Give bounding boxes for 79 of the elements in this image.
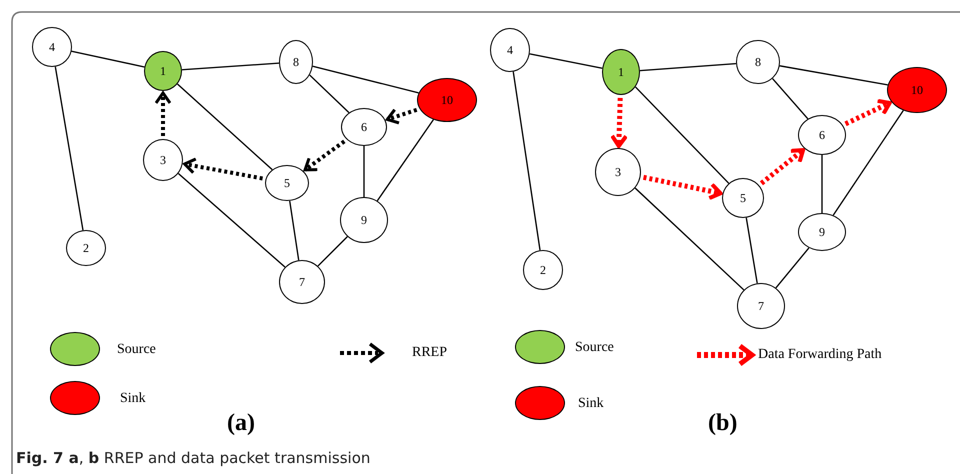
legend-label: Sink xyxy=(120,392,146,406)
node-circle xyxy=(887,67,947,113)
node-circle xyxy=(722,178,764,218)
link-line xyxy=(176,84,273,170)
node-circle xyxy=(602,49,640,95)
node-circle xyxy=(341,108,387,146)
panel-label: (a) xyxy=(227,411,255,435)
legend-label: RREP xyxy=(412,346,448,360)
node-circle xyxy=(737,283,785,329)
node-number: 9 xyxy=(361,214,367,226)
node-number: 9 xyxy=(819,226,825,238)
link-line xyxy=(772,78,808,120)
arrow xyxy=(610,98,628,148)
arrow xyxy=(760,148,806,186)
link-line xyxy=(178,172,286,268)
link-line xyxy=(376,119,434,202)
node-number: 2 xyxy=(540,264,546,276)
node-number: 7 xyxy=(299,276,305,288)
node-circle xyxy=(523,250,563,290)
node-number: 3 xyxy=(615,166,621,178)
node-circle xyxy=(490,28,530,72)
node-circle xyxy=(279,40,313,84)
link-line xyxy=(317,236,348,267)
node-number: 8 xyxy=(293,56,299,68)
link-line xyxy=(182,62,280,70)
legend-label: Source xyxy=(575,341,614,355)
node-number: 6 xyxy=(361,121,367,133)
node-number: 1 xyxy=(160,65,166,77)
node-circle xyxy=(279,260,325,304)
link-line xyxy=(746,218,758,284)
node-number: 10 xyxy=(441,94,453,106)
node-number: 4 xyxy=(507,44,513,56)
node-circle xyxy=(32,27,72,67)
link-line xyxy=(530,53,602,69)
link-line xyxy=(832,110,904,216)
link-line xyxy=(780,65,888,86)
node-number: 1 xyxy=(618,66,624,78)
link-line xyxy=(71,50,145,68)
link-line xyxy=(312,66,419,94)
node-number: 5 xyxy=(284,177,290,189)
panel-label: (b) xyxy=(708,411,738,435)
node-number: 10 xyxy=(911,84,923,96)
node-circle xyxy=(265,165,309,201)
legend-label: Data Forwarding Path xyxy=(758,348,882,362)
node-number: 2 xyxy=(83,242,89,254)
link-line xyxy=(512,72,541,250)
node-number: 4 xyxy=(49,41,55,53)
link-line xyxy=(775,248,810,288)
legend-label: Sink xyxy=(578,397,604,411)
figure-caption: Fig. 7 a, b RREP and data packet transmission xyxy=(16,451,370,466)
arrow xyxy=(154,92,172,136)
arrow xyxy=(386,108,418,124)
arrow xyxy=(642,174,723,200)
node-circle xyxy=(736,40,780,84)
arrow xyxy=(844,98,892,126)
node-circle xyxy=(144,51,182,91)
node-circle xyxy=(595,148,641,196)
node-circle xyxy=(798,213,846,251)
node-number: 3 xyxy=(160,154,166,166)
node-number: 6 xyxy=(819,129,825,141)
node-circle xyxy=(417,78,477,122)
node-circle xyxy=(798,115,846,155)
node-circle xyxy=(66,230,106,266)
link-line xyxy=(54,66,84,230)
node-number: 7 xyxy=(758,300,764,312)
link-line xyxy=(821,155,823,213)
node-number: 8 xyxy=(755,56,761,68)
node-circle xyxy=(143,139,183,181)
node-number: 5 xyxy=(740,192,746,204)
link-line xyxy=(289,200,300,260)
legend-label: Source xyxy=(117,343,156,357)
arrow xyxy=(183,157,263,180)
link-line xyxy=(634,86,730,184)
link-line xyxy=(640,62,736,72)
link-line xyxy=(363,146,365,197)
link-line xyxy=(634,188,744,290)
link-line xyxy=(309,74,350,114)
node-circle xyxy=(340,197,388,243)
arrow xyxy=(304,140,346,172)
